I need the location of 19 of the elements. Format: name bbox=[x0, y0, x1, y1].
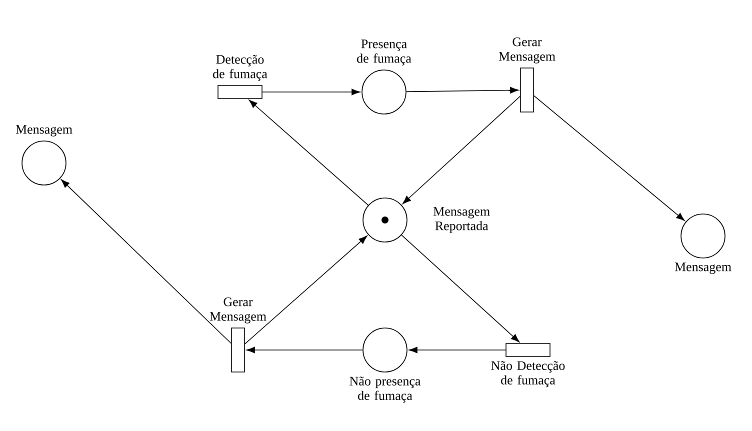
arrow bbox=[262, 88, 360, 96]
node-label: Mensagem Reportada bbox=[433, 207, 490, 233]
arrow bbox=[408, 346, 506, 354]
node-label: Mensagem bbox=[674, 262, 732, 274]
arrow bbox=[534, 95, 685, 221]
arrow bbox=[401, 234, 520, 342]
node-label: Detecção de fumaça bbox=[213, 54, 268, 81]
arrow bbox=[406, 87, 519, 94]
node-label: Gerar Mensagem bbox=[498, 37, 556, 64]
arrow bbox=[61, 179, 232, 344]
node-label: Não Detecção de fumaça bbox=[491, 361, 565, 388]
arrow bbox=[248, 100, 369, 206]
arrow bbox=[246, 346, 363, 354]
node-label: Gerar Mensagem bbox=[210, 297, 266, 324]
arrow bbox=[244, 236, 368, 344]
node-label: Não presença de fumaça bbox=[350, 376, 421, 403]
arrow bbox=[402, 96, 520, 204]
node-label: Presença de fumaça bbox=[357, 40, 412, 66]
node-label: Mensagem bbox=[16, 125, 72, 136]
